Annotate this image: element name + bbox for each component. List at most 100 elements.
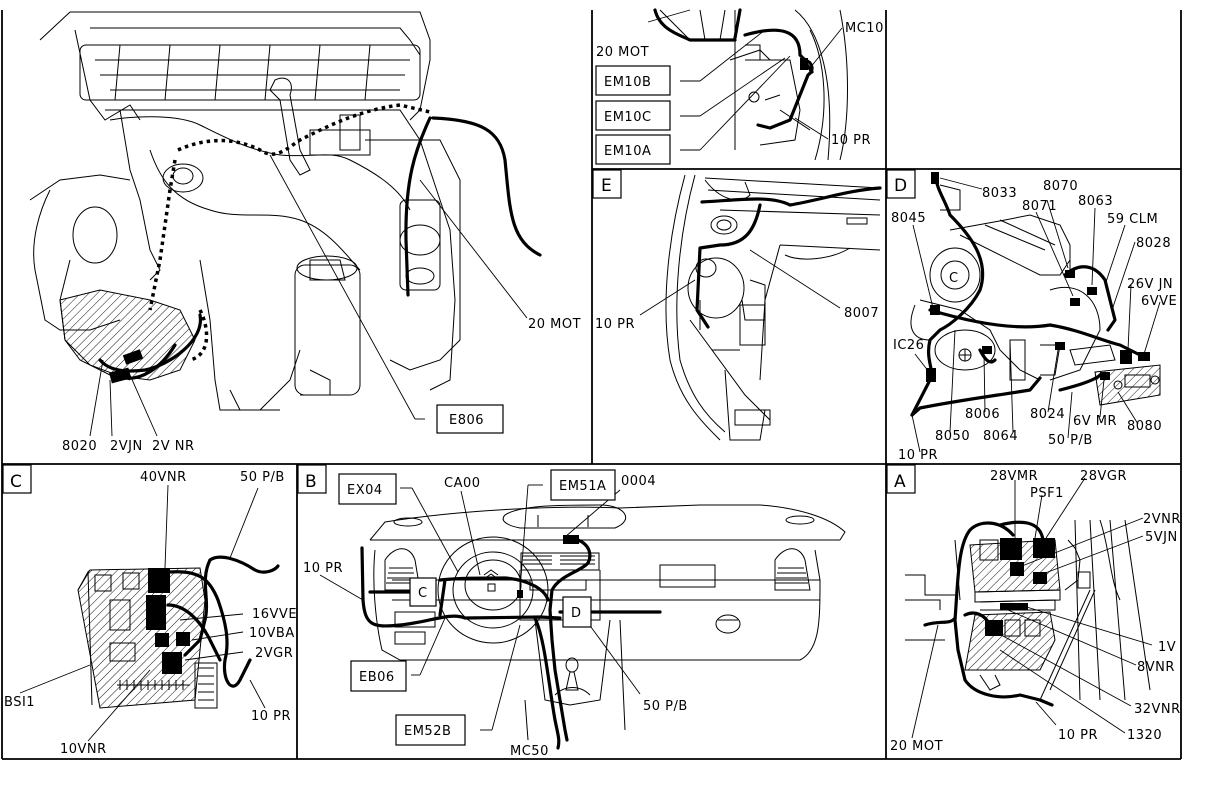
label-6vve: 6VVE bbox=[1141, 294, 1177, 309]
label-2vnr: 2V NR bbox=[152, 439, 195, 454]
wire-a-harness-outer bbox=[953, 521, 1054, 707]
label-8033: 8033 bbox=[982, 186, 1017, 201]
sheet-frame bbox=[1, 10, 1182, 760]
panel-a: A bbox=[886, 464, 1181, 754]
label-10pr-b: 10 PR bbox=[303, 561, 343, 576]
panel-tag-c: C bbox=[2, 464, 32, 494]
label-ca00: CA00 bbox=[444, 476, 481, 491]
box-eb06 bbox=[350, 660, 407, 692]
label-5vjn: 5VJN bbox=[1145, 530, 1178, 545]
label-em10c: EM10C bbox=[604, 110, 652, 125]
panel-b: B bbox=[297, 464, 846, 759]
wire-dash-10pr bbox=[360, 546, 562, 628]
label-6vmr: 6V MR bbox=[1073, 414, 1117, 429]
label-eb06: EB06 bbox=[359, 670, 395, 685]
wire-harness-d-main bbox=[910, 173, 985, 417]
label-mc50: MC50 bbox=[510, 744, 549, 759]
connector-8063 bbox=[1087, 287, 1097, 295]
connector-em51a bbox=[517, 590, 523, 598]
panel-tag-e-label: E bbox=[601, 176, 612, 196]
label-ex04: EX04 bbox=[347, 483, 383, 498]
connector-6vmr bbox=[1100, 372, 1110, 380]
label-10pr-d: 10 PR bbox=[898, 448, 938, 463]
box-c-inner bbox=[409, 577, 437, 607]
label-1320: 1320 bbox=[1127, 728, 1162, 743]
panel-tag-b: B bbox=[297, 464, 327, 494]
box-em10c bbox=[595, 100, 671, 131]
panel-tag-b-label: B bbox=[305, 472, 317, 492]
box-em10a bbox=[595, 134, 671, 165]
panel-tag-e: E bbox=[592, 169, 622, 199]
label-32vnr: 32VNR bbox=[1134, 702, 1181, 717]
label-8070: 8070 bbox=[1043, 179, 1078, 194]
label-28vmr: 28VMR bbox=[990, 469, 1038, 484]
panel-tag-a-label: A bbox=[894, 472, 906, 492]
wire-dash-0004 bbox=[548, 538, 592, 742]
label-8007: 8007 bbox=[844, 306, 879, 321]
label-psf1: PSF1 bbox=[1030, 486, 1064, 501]
connector-26vjn bbox=[1120, 350, 1132, 364]
label-26vjn: 26V JN bbox=[1127, 277, 1173, 292]
label-8006: 8006 bbox=[965, 407, 1000, 422]
panel-top-center: 20 MOT MC10 10 PR EM10B EM10C EM10A bbox=[595, 8, 883, 165]
connector-ic26 bbox=[926, 368, 936, 382]
label-8020: 8020 bbox=[62, 439, 97, 454]
connector-2vjn bbox=[109, 367, 132, 384]
label-10vba: 10VBA bbox=[249, 626, 295, 641]
label-20mot-top: 20 MOT bbox=[596, 45, 649, 60]
label-em51a: EM51A bbox=[559, 479, 606, 494]
label-8050: 8050 bbox=[935, 429, 970, 444]
wire-harness-engine-inner bbox=[404, 116, 432, 297]
box-em10b bbox=[595, 65, 671, 96]
label-10vnr: 10VNR bbox=[60, 742, 107, 757]
label-50pb-d: 50 P/B bbox=[1048, 433, 1093, 448]
wire-harness-d-lower bbox=[910, 376, 1042, 417]
label-0004: 0004 bbox=[621, 474, 656, 489]
panel-tag-d-label: D bbox=[894, 176, 908, 196]
fusebox-a-drawing bbox=[905, 519, 1151, 701]
connector-8024 bbox=[1055, 342, 1065, 350]
label-e806: E806 bbox=[449, 413, 484, 428]
label-8064: 8064 bbox=[983, 429, 1018, 444]
box-ex04 bbox=[338, 473, 397, 505]
label-8063: 8063 bbox=[1078, 194, 1113, 209]
label-em10a: EM10A bbox=[604, 144, 651, 159]
label-1v: 1V bbox=[1158, 640, 1176, 655]
box-em51a bbox=[550, 469, 616, 501]
leaders-c bbox=[19, 484, 266, 742]
box-d-inner bbox=[562, 596, 592, 628]
label-2vjn: 2VJN bbox=[110, 439, 143, 454]
label-8045: 8045 bbox=[891, 211, 926, 226]
label-8080: 8080 bbox=[1127, 419, 1162, 434]
label-d-inner-b: D bbox=[571, 606, 582, 621]
wire-dash-mc50 bbox=[533, 616, 561, 750]
panel-tag-d: D bbox=[886, 169, 916, 199]
label-em10b: EM10B bbox=[604, 75, 651, 90]
connector-0004 bbox=[563, 535, 579, 544]
connector-8006 bbox=[982, 346, 992, 354]
wire-8006 bbox=[978, 348, 997, 364]
connector-8033 bbox=[931, 172, 939, 184]
wire-10pr-e bbox=[695, 203, 762, 329]
label-10pr-a: 10 PR bbox=[1058, 728, 1098, 743]
wire-harness-e bbox=[700, 186, 882, 207]
label-8vnr: 8VNR bbox=[1137, 660, 1175, 675]
label-bsi1: BSI1 bbox=[4, 695, 35, 710]
panel-c: C bbox=[2, 464, 297, 757]
panel-engine: 8020 2VJN 2V NR 20 MOT E806 bbox=[29, 11, 581, 454]
wire-harness-d-loop bbox=[928, 308, 1142, 357]
label-c-inner: C bbox=[949, 271, 959, 286]
label-em52b: EM52B bbox=[404, 724, 451, 739]
wire-starter bbox=[98, 313, 202, 373]
connector-mc10 bbox=[800, 58, 808, 70]
label-10pr-c: 10 PR bbox=[251, 709, 291, 724]
leaders-top-center bbox=[647, 9, 843, 151]
box-e806 bbox=[436, 404, 504, 434]
connector-8070 bbox=[1065, 270, 1075, 278]
label-c-inner-b: C bbox=[418, 586, 428, 601]
dotted-route-engine bbox=[148, 103, 431, 362]
wire-bsi-50pb bbox=[168, 570, 252, 688]
label-16vve: 16VVE bbox=[252, 607, 297, 622]
label-ic26: IC26 bbox=[893, 338, 924, 353]
